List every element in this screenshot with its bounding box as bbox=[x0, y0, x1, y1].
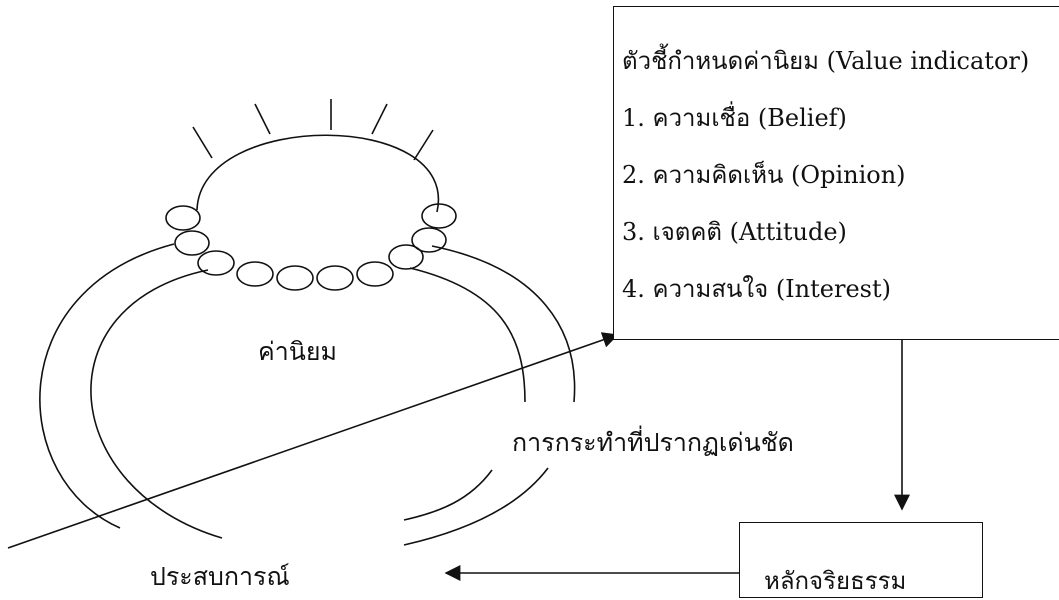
lower-arc-left bbox=[403, 469, 493, 521]
bead bbox=[165, 205, 201, 231]
indicator-item: 4. ความสนใจ (Interest) bbox=[622, 275, 891, 303]
band-outer-left bbox=[39, 243, 175, 529]
indicator-item: 3. เจตคติ (Attitude) bbox=[622, 218, 847, 246]
value-indicator-box: ตัวชี้กำหนดค่านิยม (Value indicator) 1. … bbox=[613, 6, 1059, 340]
bead bbox=[356, 261, 394, 287]
band-inner-left bbox=[90, 269, 223, 539]
bead bbox=[388, 244, 424, 270]
bead bbox=[174, 230, 210, 256]
ray-line bbox=[254, 103, 271, 135]
ray-line bbox=[413, 129, 434, 161]
bead bbox=[411, 227, 447, 253]
lower-arc-right bbox=[403, 467, 549, 546]
indicator-item: 1. ความเชื่อ (Belief) bbox=[622, 104, 847, 132]
bead bbox=[421, 203, 457, 229]
bead bbox=[197, 250, 235, 276]
bead bbox=[316, 265, 354, 291]
visible-action-label: การกระทำที่ปรากฏเด่นชัด bbox=[512, 428, 794, 457]
indicator-item: 2. ความคิดเห็น (Opinion) bbox=[622, 161, 906, 189]
arrow-to-indicator bbox=[7, 332, 619, 549]
indicator-title: ตัวชี้กำหนดค่านิยม (Value indicator) bbox=[622, 47, 1030, 75]
ring-dome bbox=[196, 134, 440, 213]
ray-line bbox=[192, 126, 213, 159]
bead bbox=[236, 261, 274, 287]
band-inner-right bbox=[409, 267, 526, 403]
ethics-box: หลักจริยธรรม bbox=[739, 522, 983, 598]
values-label: ค่านิยม bbox=[258, 337, 337, 366]
bead bbox=[276, 265, 314, 291]
ray-line bbox=[371, 103, 388, 135]
ethics-label: หลักจริยธรรม bbox=[764, 567, 907, 595]
experience-label: ประสบการณ์ bbox=[150, 562, 290, 591]
band-outer-right bbox=[431, 245, 576, 403]
